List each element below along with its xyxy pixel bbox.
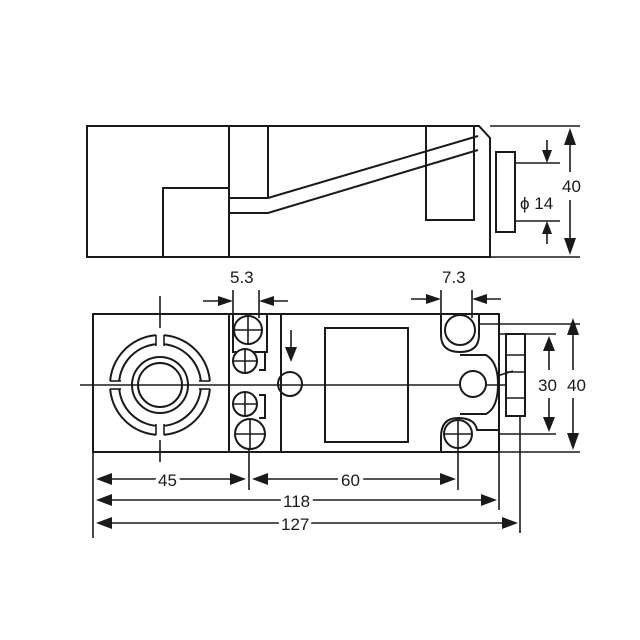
- slot-right-arrow-left: [472, 294, 487, 304]
- right-mount-bracket-top: [440, 314, 480, 354]
- mount-spacing-arrow-up: [543, 336, 555, 351]
- side-height-arrow-up: [564, 128, 576, 145]
- thread-dia-arrow-down: [542, 150, 552, 163]
- side-view-lever-upper: [229, 135, 479, 199]
- overall-length-label: 127: [281, 515, 309, 534]
- overall-length-arrow-left: [96, 517, 112, 529]
- hole-spacing-label: 60: [341, 471, 360, 490]
- slot-left-arrow-right: [218, 296, 233, 306]
- indicator-hole: [277, 371, 303, 397]
- body-height-arrow-down: [567, 433, 579, 450]
- body-height-label: 40: [567, 376, 586, 395]
- plan-view: 30 40 5.3 7.3 45: [80, 268, 586, 538]
- side-view-rear-block: [425, 126, 475, 221]
- left-slot-bracket-upper: [259, 351, 266, 371]
- right-mount-hole-top: [444, 314, 476, 346]
- slot-right-label: 7.3: [442, 268, 466, 287]
- mount-spacing-arrow-down: [543, 417, 555, 432]
- thread-dia-arrow-up: [542, 221, 552, 234]
- left-slot-bracket-lower: [259, 394, 266, 419]
- label-window: [324, 327, 409, 443]
- face-to-hole-arrow-right: [230, 473, 246, 485]
- side-view-housing-outline: [86, 125, 491, 258]
- plan-view-body-outline: [92, 313, 500, 453]
- right-center-hole: [459, 370, 487, 398]
- plan-cable-gland: [505, 333, 526, 417]
- right-center-bracket: [460, 354, 500, 415]
- side-view-head-step: [162, 187, 229, 257]
- mount-length-label: 118: [283, 492, 310, 511]
- face-to-hole-label: 45: [158, 471, 177, 490]
- thread-dia-label: ϕ 14: [520, 194, 553, 213]
- left-slot-column: [232, 314, 268, 450]
- side-view-cable-gland: [495, 151, 516, 233]
- hole-spacing-arrow-left: [252, 473, 268, 485]
- face-to-hole-arrow-left: [96, 473, 112, 485]
- insert-direction-arrow: [285, 347, 297, 362]
- slot-left-arrow-left: [259, 296, 274, 306]
- overall-length-arrow-right: [502, 517, 518, 529]
- sensing-face: [107, 296, 213, 462]
- hole-spacing-arrow-right: [440, 473, 456, 485]
- mount-length-arrow-left: [96, 494, 112, 506]
- side-view-lever-lower: [229, 149, 479, 214]
- sensing-face-notch-bottom: [156, 422, 164, 438]
- right-mount-area: [440, 314, 526, 452]
- side-view: 40 ϕ 14: [86, 125, 581, 258]
- body-height-arrow-up: [567, 318, 579, 335]
- right-mount-bracket-bottom: [440, 416, 499, 452]
- side-height-arrow-down: [564, 238, 576, 255]
- mount-length-arrow-right: [481, 494, 497, 506]
- slot-left-label: 5.3: [230, 268, 254, 287]
- slot-right-arrow-right: [426, 294, 441, 304]
- mount-spacing-label: 30: [538, 376, 557, 395]
- side-height-label: 40: [562, 177, 581, 196]
- sensing-face-notch-top: [156, 332, 164, 348]
